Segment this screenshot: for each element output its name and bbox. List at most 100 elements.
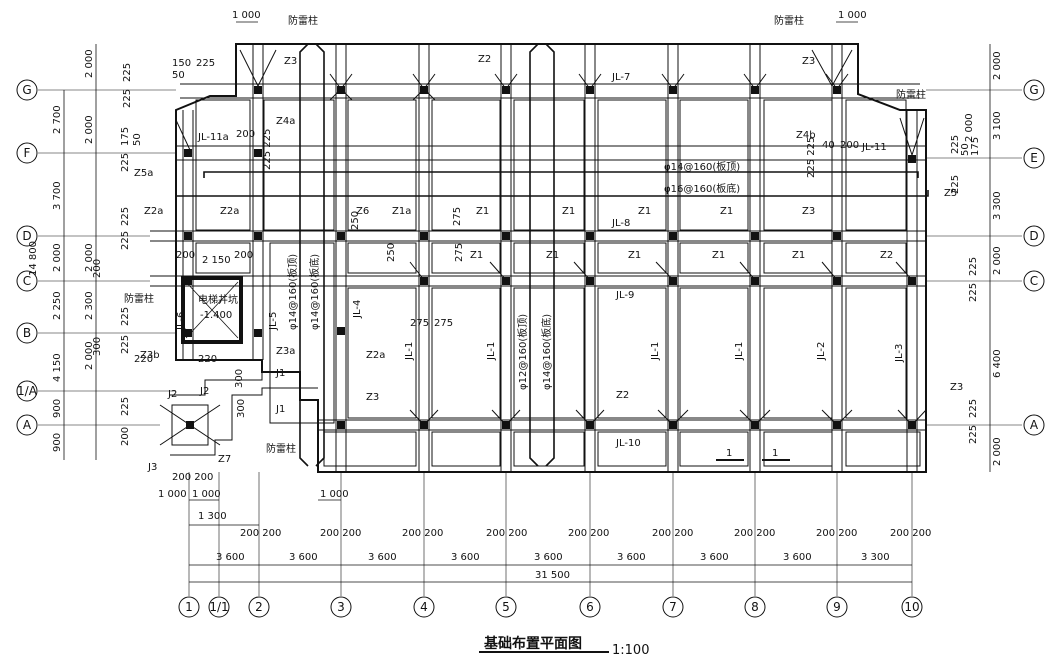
label-col: Z1	[628, 250, 641, 261]
label-col: Z2	[616, 390, 629, 401]
dim-pair: 200 200	[240, 528, 281, 539]
dim-shaft-width: 2 150	[202, 255, 231, 266]
dim-left-inner: 225	[120, 397, 131, 416]
label-col: Z7	[218, 454, 231, 465]
dim-right: 2 000	[992, 246, 1003, 275]
dim-left-inner: 200	[120, 427, 131, 446]
row-axis-left-bubble	[16, 380, 38, 402]
label-beam: JL-5	[268, 312, 279, 331]
label-beam: JL-7	[611, 72, 630, 83]
label-rebar: φ14@160(板顶)	[286, 254, 299, 330]
row-axis-right-label: E	[1030, 151, 1038, 165]
elevator-pit	[181, 276, 243, 344]
label-col: Z2a	[366, 350, 385, 361]
label-col: Z3	[366, 392, 379, 403]
col-axis-bubble	[662, 596, 684, 618]
row-axis-right-label: D	[1029, 229, 1038, 243]
col-axis-label: 4	[420, 600, 428, 614]
label-rebar: φ14@160(板底)	[540, 314, 553, 390]
label-col: Z1	[638, 206, 651, 217]
row-axis-right-label: G	[1029, 83, 1038, 97]
dim-left-inner: 225	[120, 231, 131, 250]
dim-left-outer: 4 150	[52, 353, 63, 382]
col-axis-label: 1	[185, 600, 193, 614]
footing-j3	[171, 404, 209, 446]
label-beam: JL-3	[894, 344, 905, 363]
label-col: J1	[275, 404, 285, 415]
dim-left-inner: 300	[92, 337, 103, 356]
dim-left-outer: 2 700	[52, 105, 63, 134]
dim-left-outer: 2 000	[52, 243, 63, 272]
drawing-scale: 1:100	[612, 643, 649, 658]
col-axis-bubble	[413, 596, 435, 618]
dim-misc: 200	[176, 250, 195, 261]
col-axis-bubble	[178, 596, 200, 618]
col-axis-bubble	[330, 596, 352, 618]
row-axis-right-bubble	[1023, 79, 1045, 101]
dim-left-inner: 2 000	[84, 341, 95, 370]
label-col: Z6	[356, 206, 369, 217]
label-shaft: 电梯井坑	[198, 293, 238, 306]
label-rebar: φ14@160(板底)	[308, 254, 321, 330]
row-axis-left-label: A	[23, 418, 32, 432]
dim-pair-6: 200 200	[568, 528, 609, 539]
row-axis-right-label: A	[1030, 418, 1039, 432]
dim-left: 1 300	[198, 511, 227, 522]
label-col: Z3	[950, 382, 963, 393]
dim-span: 3 600	[216, 552, 245, 563]
dim-lines	[63, 21, 991, 583]
dim-span: 3 600	[534, 552, 563, 563]
col-axis-bubble	[744, 596, 766, 618]
dim-left-inner: 225	[120, 207, 131, 226]
label-col: Z2	[880, 250, 893, 261]
col-axis-label: 3	[337, 600, 345, 614]
dim-misc: 40	[822, 140, 835, 151]
dim-right: 225	[968, 399, 979, 418]
row-axis-left-label: 1/A	[17, 384, 38, 398]
slab-panels	[195, 99, 921, 467]
dim-misc: 200	[234, 250, 253, 261]
dim-right: 2 000	[992, 51, 1003, 80]
dim-pair-4: 200 200	[402, 528, 443, 539]
dim-j3: 200 200	[172, 472, 213, 483]
label-lightning: 防雷柱	[266, 442, 296, 455]
dim-misc: 225 225	[806, 137, 817, 178]
dim-right: 3 100	[992, 111, 1003, 140]
dim-right: 225	[950, 135, 961, 154]
label-col: Z3a	[276, 346, 295, 357]
axis-leaders	[38, 89, 1022, 596]
dim-pair-7: 200 200	[652, 528, 693, 539]
col-axis-bubble	[579, 596, 601, 618]
right-dims: 2 000 3 100 2 000 3 300 2 000 6 400 2 00…	[950, 51, 1003, 466]
dim-left-inner: 175	[120, 127, 131, 146]
label-col: Z3	[802, 56, 815, 67]
row-axis-left-bubble	[16, 414, 38, 436]
col-axis-label: 2	[255, 600, 263, 614]
row-axis-right-bubble	[1023, 225, 1045, 247]
dim-span: 3 600	[617, 552, 646, 563]
label-col: Z1	[546, 250, 559, 261]
dim-right: 225	[968, 425, 979, 444]
dim-left-outer: 3 700	[52, 181, 63, 210]
label-col: Z1	[792, 250, 805, 261]
dim-misc: 275	[434, 318, 453, 329]
col-axis-label: 7	[669, 600, 677, 614]
dim-span: 3 300	[861, 552, 890, 563]
rebar-lines	[175, 43, 929, 467]
label-beam: JL-9	[615, 290, 634, 301]
dim-left: 1 000	[320, 489, 349, 500]
row-axis-left-bubble	[16, 270, 38, 292]
label-lightning: 防雷柱	[288, 14, 318, 27]
col-axis-label: 1/1	[209, 600, 228, 614]
row-axis-left-bubble	[16, 79, 38, 101]
label-cut: 1	[772, 448, 778, 459]
row-axis-right-bubble	[1023, 270, 1045, 292]
dim-total: 31 500	[535, 570, 570, 581]
label-beam: JL-2	[816, 342, 827, 361]
col-axis-bubble	[248, 596, 270, 618]
label-col: Z2	[478, 54, 491, 65]
dim-left-inner: 200	[92, 259, 103, 278]
label-col: Z2a	[144, 206, 163, 217]
dim-left: 1 000	[158, 489, 187, 500]
label-col: Z2a	[220, 206, 239, 217]
